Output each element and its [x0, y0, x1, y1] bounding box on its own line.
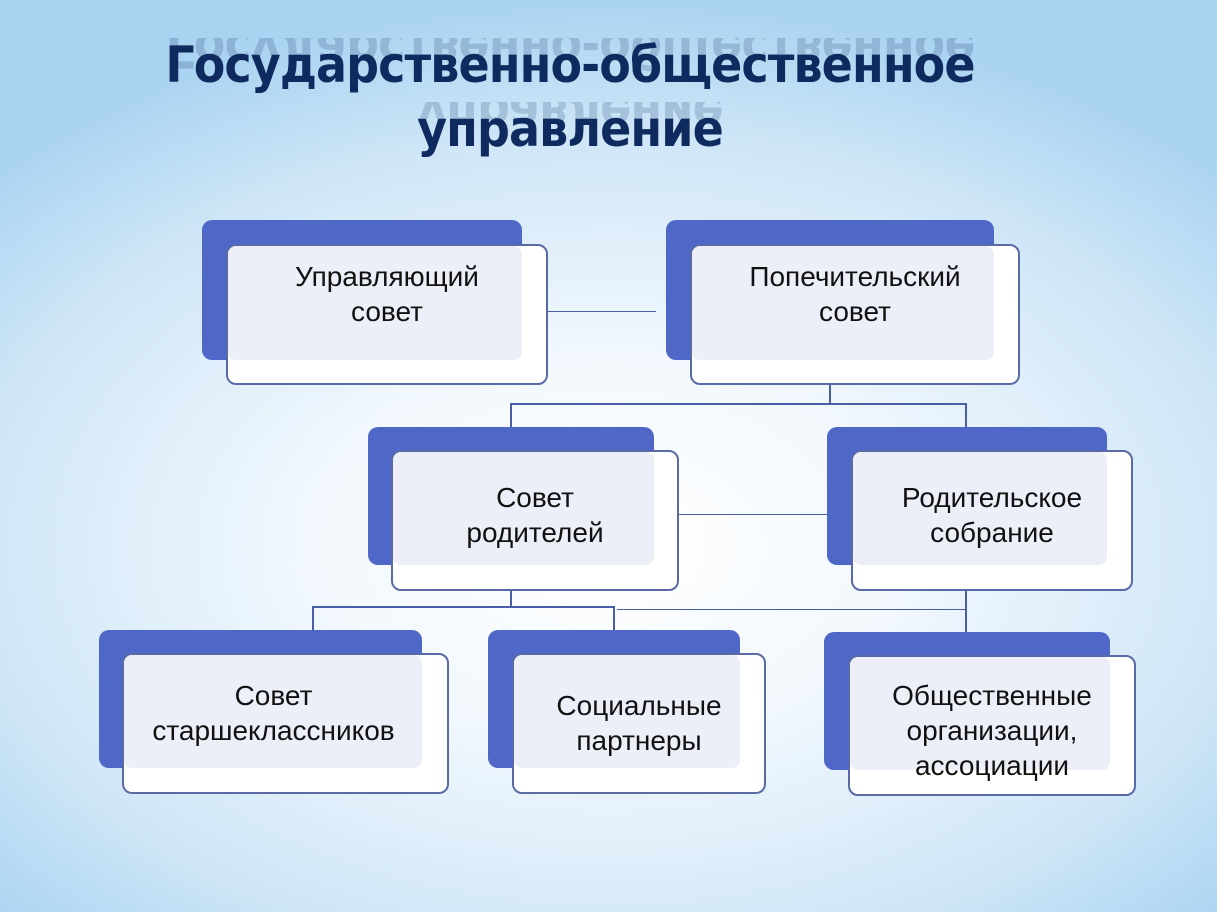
node-label: партнеры [576, 725, 702, 756]
connector [548, 311, 656, 312]
node-label: Управляющий [295, 261, 479, 292]
slide-title-line2: управление [417, 100, 724, 158]
slide-title-line2-reflection: управление [417, 102, 723, 142]
node-label: Совет [496, 482, 574, 513]
connector [510, 590, 512, 607]
slide-title-line1: Государственно-общественное [165, 36, 975, 94]
node-label: Социальные [556, 690, 722, 721]
node-label: совет [819, 296, 891, 327]
connector [312, 606, 314, 630]
node-label: старшеклассников [152, 715, 395, 746]
connector [511, 403, 967, 405]
slide-title-line1-reflection: Государственно-общественное [165, 38, 975, 78]
connector [829, 384, 831, 404]
node-label: собрание [930, 517, 1054, 548]
connector [617, 609, 966, 610]
connector [965, 403, 967, 427]
node-label: ассоциации [914, 749, 1070, 781]
connector [313, 606, 615, 608]
node-label: совет [351, 296, 423, 327]
connector [965, 590, 967, 632]
node-label: Совет [234, 680, 313, 711]
node-label: Родительское [901, 482, 1083, 513]
connector [613, 606, 615, 630]
node-label: родителей [466, 517, 604, 548]
node-label: организации, [906, 714, 1078, 746]
node-label: Попечительский [749, 261, 961, 292]
connector [510, 403, 512, 427]
connector [679, 514, 827, 515]
node-label: Общественные [892, 679, 1092, 711]
